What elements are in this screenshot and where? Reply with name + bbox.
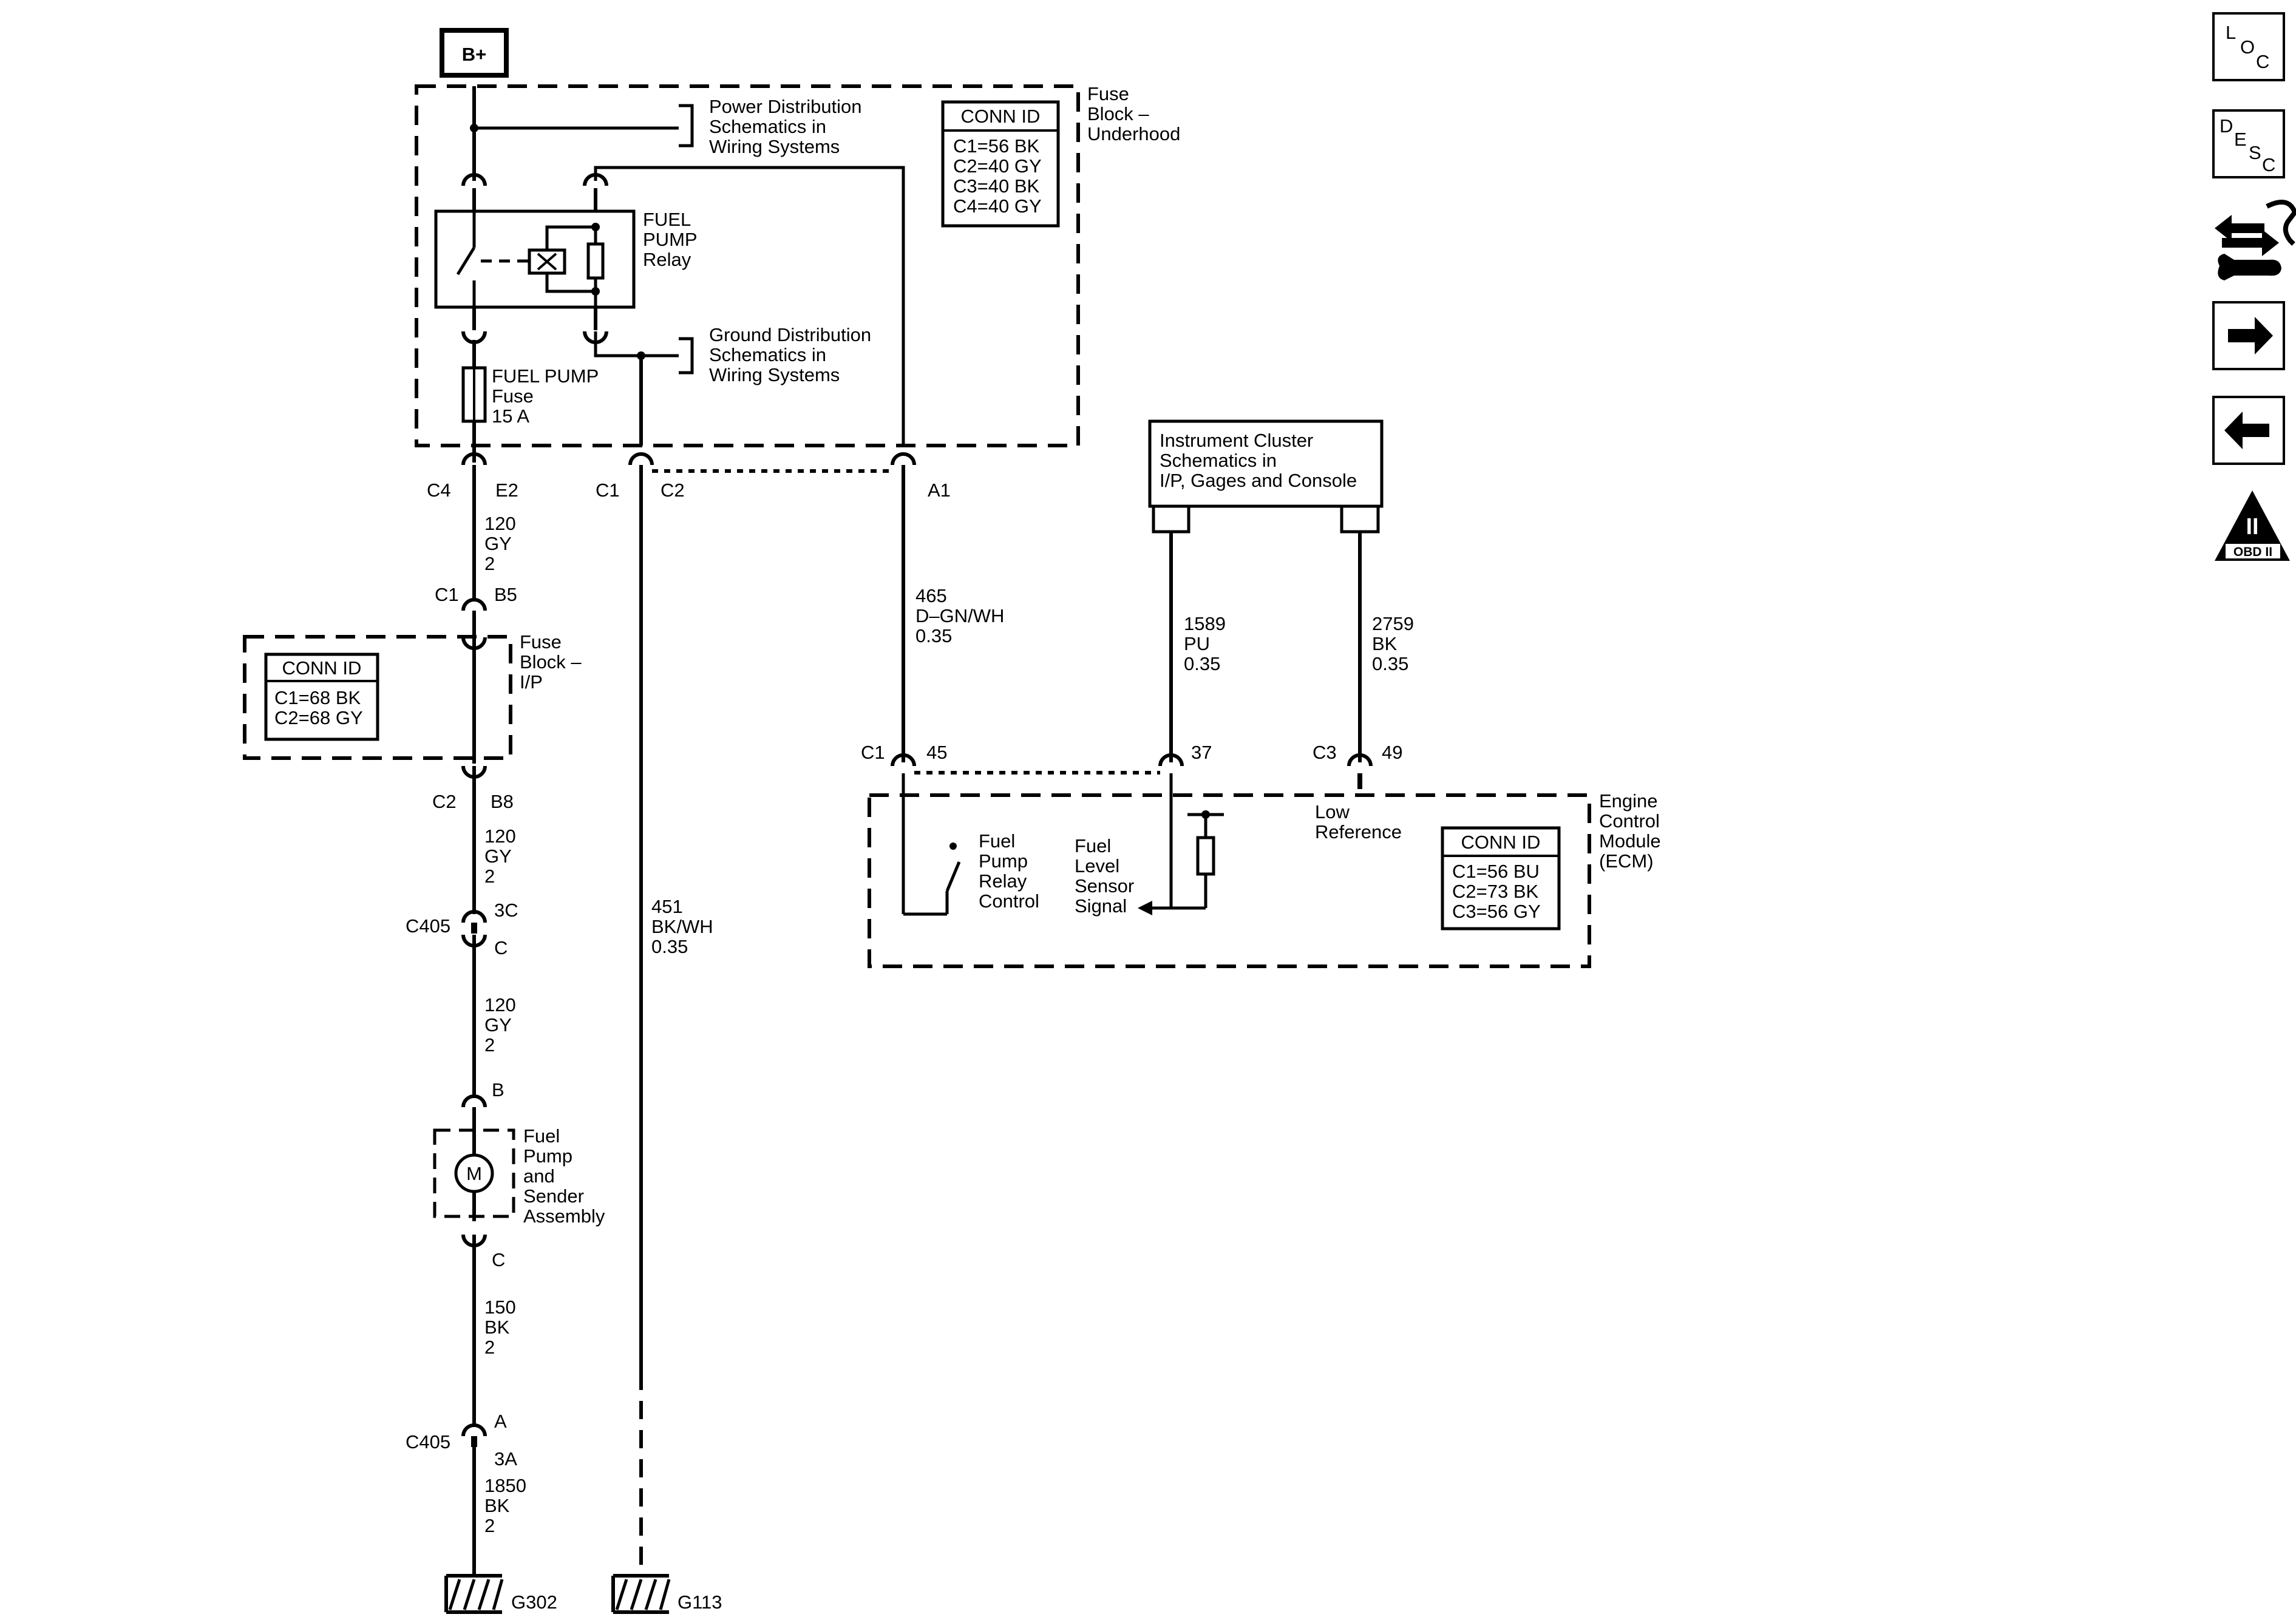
ground-g302: G302 bbox=[446, 1576, 557, 1613]
arrow-right-icon bbox=[2228, 317, 2273, 354]
diagnostic-repair-button[interactable] bbox=[2215, 199, 2296, 280]
svg-text:CONN ID: CONN ID bbox=[961, 106, 1041, 127]
connector-c1-ip-label: C1 bbox=[435, 584, 459, 605]
wire-465-label: 465 D–GN/WH 0.35 bbox=[915, 585, 1010, 646]
svg-text:C: C bbox=[2262, 154, 2275, 175]
svg-text:C4=40 GY: C4=40 GY bbox=[953, 195, 1042, 217]
ground-circuit-451: C1 C2 451 BK/WH 0.35 G113 bbox=[596, 452, 891, 1613]
previous-page-button[interactable] bbox=[2212, 396, 2285, 465]
svg-text:G113: G113 bbox=[678, 1592, 722, 1613]
ecm-module: C1 45 37 C3 49 Engine Control Module (EC… bbox=[861, 742, 1666, 968]
fuel-pump-assembly: M Fuel Pump and Sender Assembly bbox=[433, 1125, 605, 1227]
connector-e2-label: E2 bbox=[495, 480, 518, 501]
connector-b5-label: B5 bbox=[494, 584, 517, 605]
instrument-cluster-ref[interactable]: Instrument Cluster Schematics in I/P, Ga… bbox=[1148, 419, 1384, 534]
ground-g113: G113 bbox=[613, 1576, 722, 1613]
svg-text:C2=73 BK: C2=73 BK bbox=[1452, 881, 1539, 902]
connector-c3-ecm-label: C3 bbox=[1313, 742, 1337, 763]
relay-control-circuit-465: A1 465 D–GN/WH 0.35 bbox=[891, 452, 1010, 762]
fuel-pump-relay: FUEL PUMP Relay bbox=[434, 173, 702, 344]
power-distribution-ref[interactable]: Power Distribution Schematics in Wiring … bbox=[679, 96, 867, 157]
svg-text:C3=40 BK: C3=40 BK bbox=[953, 175, 1040, 197]
svg-text:O: O bbox=[2240, 36, 2255, 58]
connector-c2-ip-label: C2 bbox=[432, 791, 457, 812]
battery-source: B+ bbox=[440, 28, 509, 78]
fuse-block-underhood: Fuse Block – Underhood CONN ID C1=56 BK … bbox=[415, 83, 1180, 463]
pin-c-top-label: C bbox=[494, 937, 508, 958]
pin-49-label: 49 bbox=[1382, 742, 1402, 763]
pin-37-label: 37 bbox=[1191, 742, 1212, 763]
svg-text:E: E bbox=[2234, 129, 2247, 150]
ground-distribution-ref[interactable]: Ground Distribution Schematics in Wiring… bbox=[679, 324, 877, 385]
pin-45-label: 45 bbox=[926, 742, 947, 763]
obd-label: OBD II bbox=[2233, 545, 2272, 559]
svg-text:C2=68 GY: C2=68 GY bbox=[274, 707, 363, 728]
fuel-level-circuit-1589: 1589 PU 0.35 bbox=[1169, 532, 1231, 762]
svg-text:C2=40 GY: C2=40 GY bbox=[953, 155, 1042, 177]
arrow-left-icon bbox=[2224, 412, 2269, 449]
connector-c1-underhood-label: C1 bbox=[596, 480, 620, 501]
pin-a-label: A bbox=[494, 1411, 507, 1432]
svg-text:C1=56 BK: C1=56 BK bbox=[953, 135, 1040, 157]
description-button[interactable]: D E S C bbox=[2212, 109, 2285, 178]
svg-text:S: S bbox=[2249, 142, 2261, 163]
obd-ii-button[interactable]: II OBD II bbox=[2215, 490, 2290, 561]
svg-text:C3=56 GY: C3=56 GY bbox=[1452, 901, 1541, 922]
ecm-name: Engine Control Module (ECM) bbox=[1599, 790, 1666, 872]
svg-text:CONN ID: CONN ID bbox=[282, 657, 362, 679]
conn-id-table-ecm: CONN ID C1=56 BU C2=73 BK C3=56 GY bbox=[1441, 826, 1561, 931]
wire-120-label-2: 120 GY 2 bbox=[484, 825, 521, 887]
battery-label: B+ bbox=[462, 44, 487, 65]
svg-text:Power Distribution Sch: Power Distribution Schematics in Wiring … bbox=[709, 96, 867, 157]
wire-120-label-3: 120 GY 2 bbox=[484, 994, 521, 1056]
fuel-pump-assembly-label: Fuel Pump and Sender Assembly bbox=[523, 1125, 605, 1227]
svg-text:C1=68 BK: C1=68 BK bbox=[274, 687, 361, 708]
fuse-block-ip: Fuse Block – I/P CONN ID C1=68 BK C2=68 … bbox=[243, 631, 586, 760]
svg-text:Instrument Cluster Schem: Instrument Cluster Schematics in I/P, Ga… bbox=[1160, 430, 1357, 491]
wire-150-label: 150 BK 2 bbox=[484, 1297, 521, 1358]
fuel-pump-fuse-label: FUEL PUMP Fuse 15 A bbox=[492, 365, 603, 427]
svg-text:G302: G302 bbox=[511, 1592, 557, 1613]
conn-id-table-underhood: CONN ID C1=56 BK C2=40 GY C3=40 BK C4=40… bbox=[941, 100, 1060, 228]
wire-1850-label: 1850 BK 2 bbox=[484, 1475, 532, 1536]
wrench-arrows-icon bbox=[2215, 199, 2296, 280]
nav-buttons: L O C D E S C II bbox=[2212, 12, 2296, 561]
connector-c405-top-label: C405 bbox=[406, 915, 450, 937]
ecm-low-reference-label: Low Reference bbox=[1315, 801, 1402, 842]
svg-text:Ground Distribution Sc: Ground Distribution Schematics in Wiring… bbox=[709, 324, 877, 385]
svg-text:C1=56 BU: C1=56 BU bbox=[1452, 861, 1540, 882]
connector-b8-label: B8 bbox=[491, 791, 514, 812]
wire-451-label: 451 BK/WH 0.35 bbox=[651, 896, 718, 957]
pin-3c-label: 3C bbox=[494, 900, 518, 921]
wire-2759-label: 2759 BK 0.35 bbox=[1372, 613, 1419, 674]
pin-b-label: B bbox=[492, 1079, 504, 1100]
pin-c-bottom-label: C bbox=[492, 1249, 505, 1270]
ecm-relay-control-label: Fuel Pump Relay Control bbox=[979, 830, 1039, 912]
desc-icon: D bbox=[2220, 115, 2233, 137]
low-reference-circuit-2759: 2759 BK 0.35 bbox=[1358, 532, 1419, 762]
svg-text:C: C bbox=[2256, 51, 2269, 72]
connector-c405-bottom-label: C405 bbox=[406, 1431, 450, 1453]
connector-a1-label: A1 bbox=[928, 480, 951, 501]
connector-c2-underhood-label: C2 bbox=[661, 480, 685, 501]
fuse-block-ip-name: Fuse Block – I/P bbox=[520, 631, 586, 693]
fuel-pump-fuse: FUEL PUMP Fuse 15 A bbox=[461, 340, 603, 463]
svg-text:CONN ID: CONN ID bbox=[1461, 832, 1541, 853]
fuse-block-underhood-name: Fuse Block – Underhood bbox=[1087, 83, 1180, 144]
fuel-pump-feed-circuit: C4 E2 120 GY 2 C1 B5 C2 B8 120 GY 2 C405… bbox=[406, 452, 605, 1613]
ecm-sensor-signal-label: Fuel Level Sensor Signal bbox=[1075, 835, 1140, 917]
pin-3a-label: 3A bbox=[494, 1448, 517, 1470]
location-button[interactable]: L O C bbox=[2212, 12, 2285, 81]
conn-id-table-ip: CONN ID C1=68 BK C2=68 GY bbox=[264, 653, 379, 741]
wire-120-label-1: 120 GY 2 bbox=[484, 513, 521, 574]
obd-icon: II bbox=[2246, 514, 2258, 540]
connector-c1-ecm-label: C1 bbox=[861, 742, 885, 763]
wire-1589-label: 1589 PU 0.35 bbox=[1184, 613, 1231, 674]
loc-icon: L bbox=[2226, 22, 2236, 43]
fuel-pump-motor-icon: M bbox=[466, 1163, 482, 1184]
fuel-pump-relay-label: FUEL PUMP Relay bbox=[643, 209, 702, 270]
next-page-button[interactable] bbox=[2212, 301, 2285, 370]
connector-c4-label: C4 bbox=[427, 480, 451, 501]
